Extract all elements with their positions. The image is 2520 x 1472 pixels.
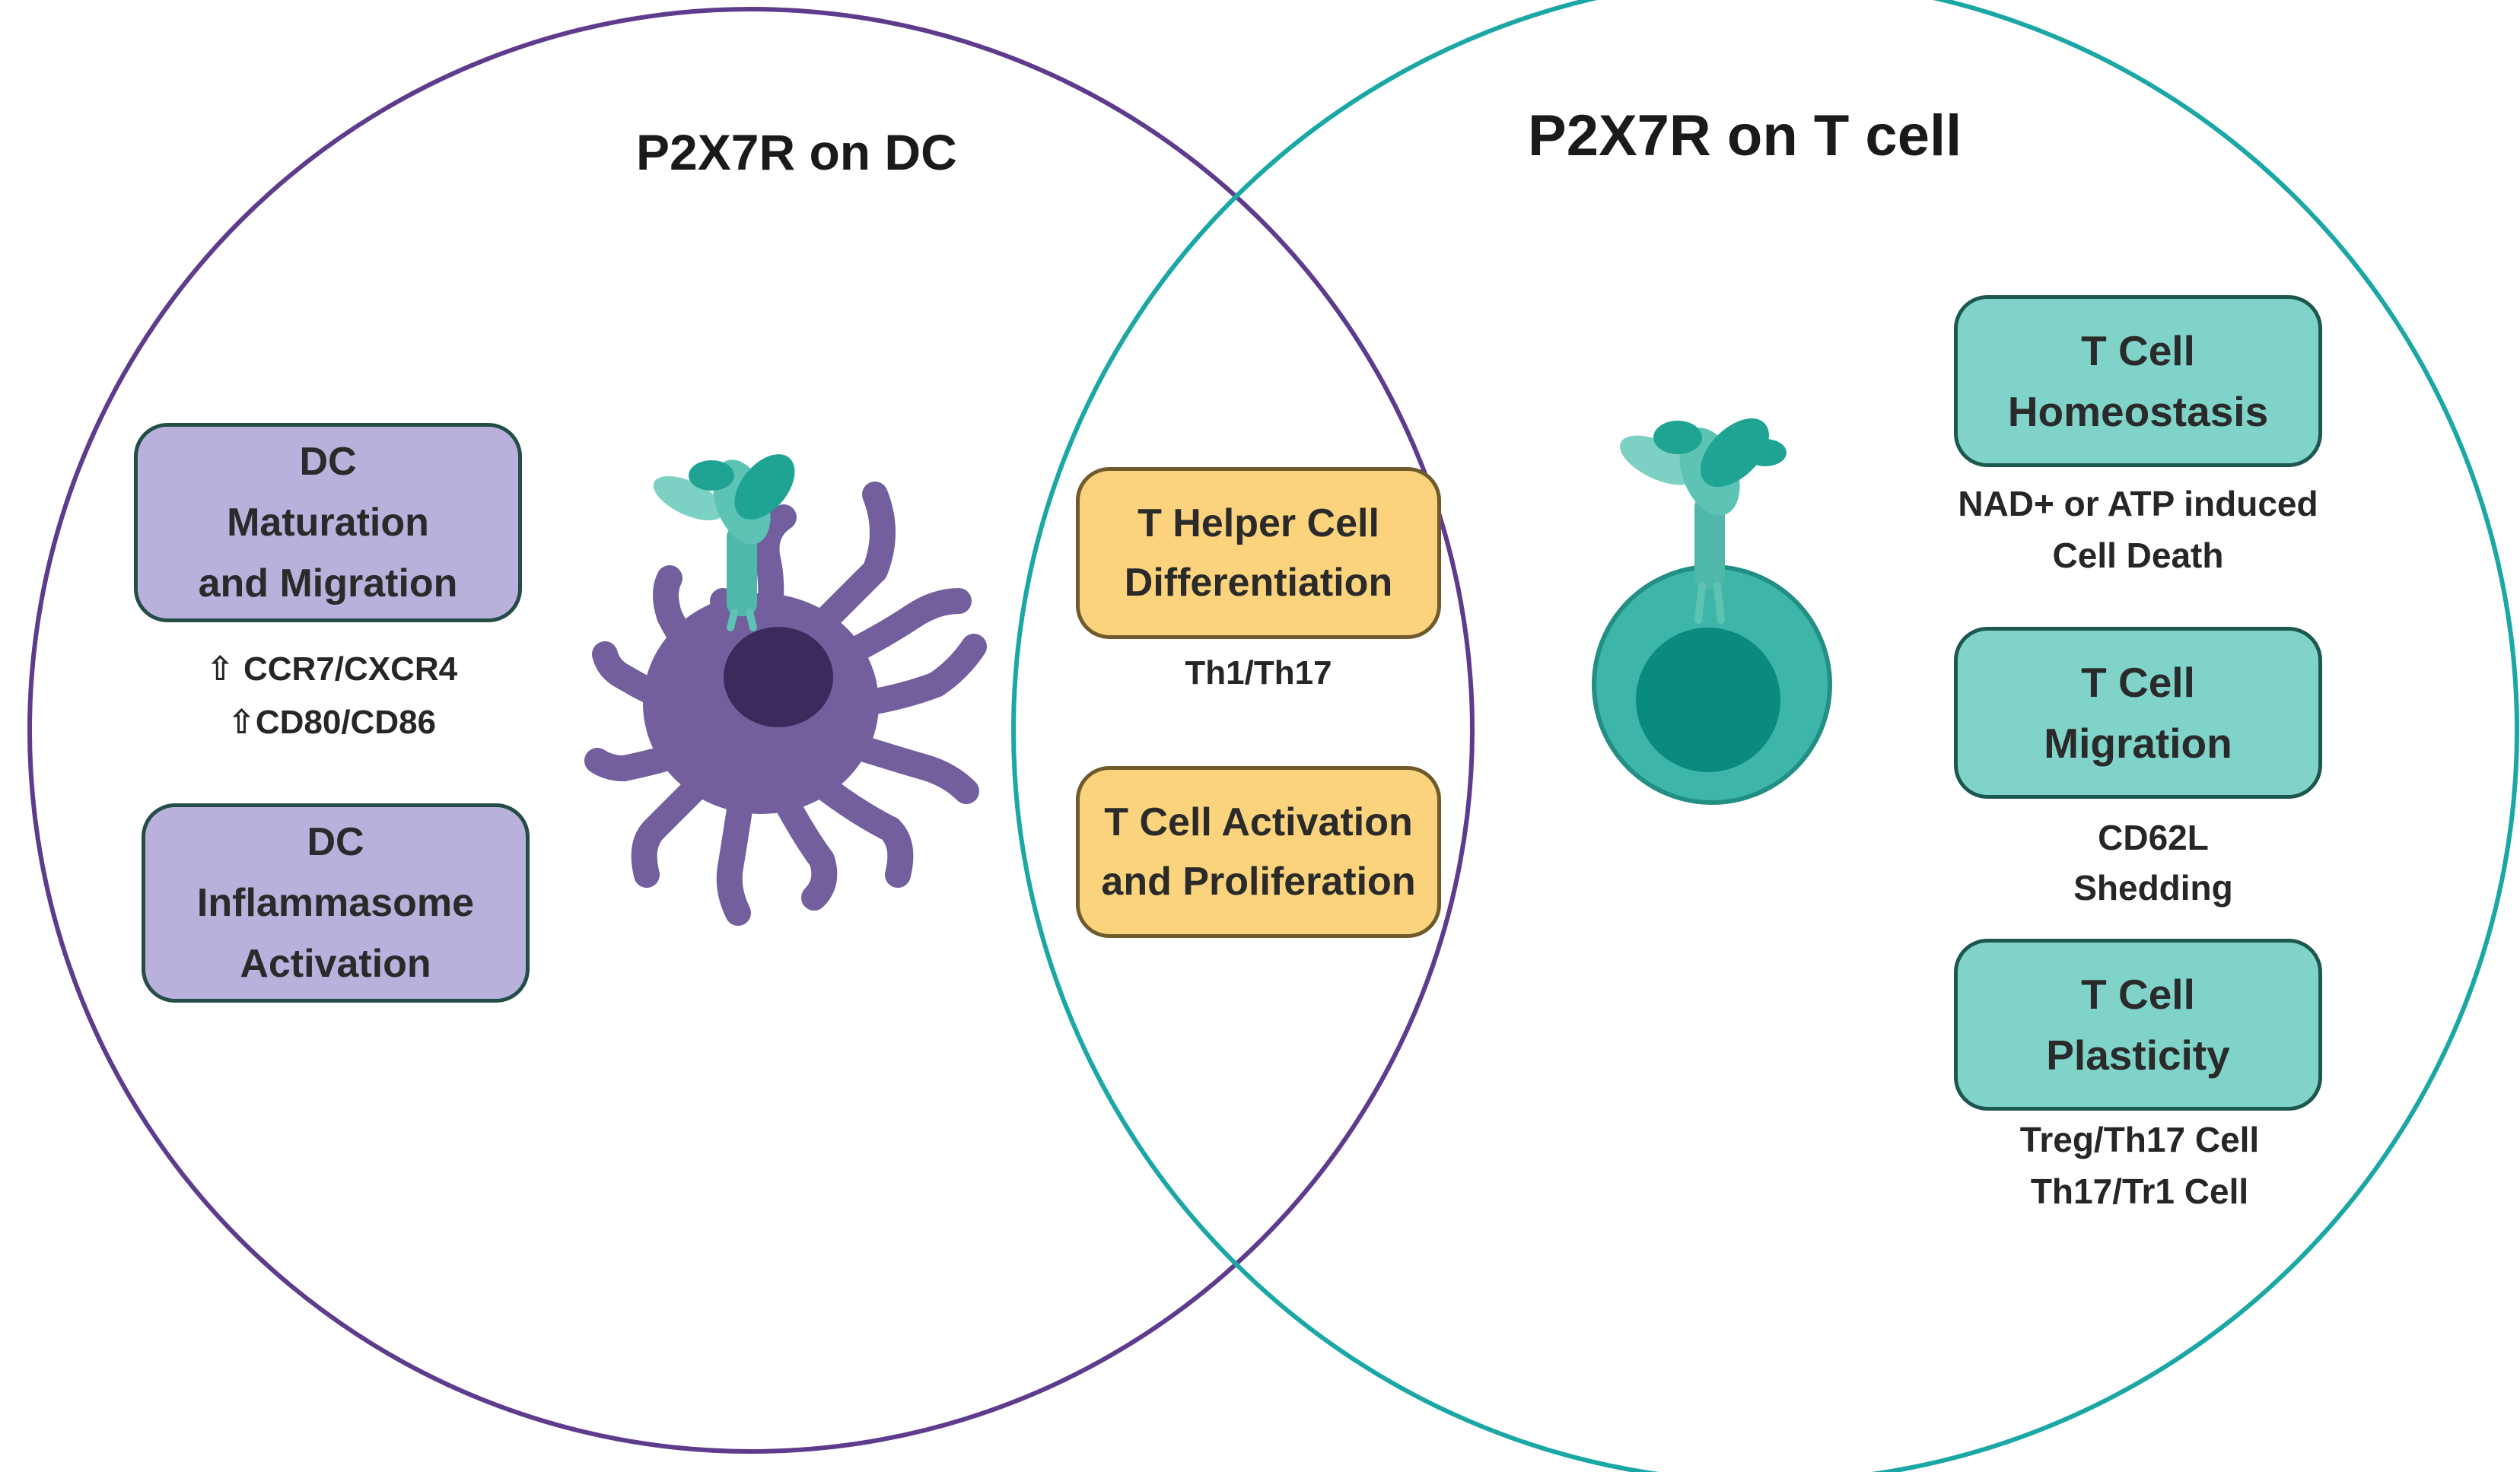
treg-th17-note: Treg/Th17 Cell Th17/Tr1 Cell xyxy=(1911,1114,2368,1217)
note-line: ⇧CD80/CD86 xyxy=(227,704,437,741)
t-cell-icon xyxy=(1592,564,1832,805)
dc-inflammasome-box: DC Inflammasome Activation xyxy=(142,803,530,1003)
box-line: T Cell xyxy=(2081,327,2195,374)
box-line: Plasticity xyxy=(2046,1032,2230,1079)
dc-marker-note: ⇧ CCR7/CXCR4 ⇧CD80/CD86 xyxy=(157,643,507,749)
t-cell-plasticity-box: T Cell Plasticity xyxy=(1954,939,2322,1111)
dc-maturation-box: DC Maturation and Migration xyxy=(134,423,522,622)
box-line: T Helper Cell xyxy=(1138,501,1379,545)
p2x7-receptor-icon xyxy=(1620,418,1787,624)
t-cell-migration-box: T Cell Migration xyxy=(1954,627,2322,799)
note-line: Th17/Tr1 Cell xyxy=(2030,1172,2249,1211)
note-line: Shedding xyxy=(2073,868,2233,908)
box-line: T Cell xyxy=(2081,971,2195,1018)
box-line: Migration xyxy=(2044,720,2232,767)
box-line: Homeostasis xyxy=(2007,388,2269,435)
t-helper-differentiation-box: T Helper Cell Differentiation xyxy=(1076,467,1441,639)
note-line: Th1/Th17 xyxy=(1185,654,1332,691)
cd62l-shedding-note: CD62L Shedding xyxy=(1925,812,2382,913)
tcell-circle xyxy=(1011,0,2519,1472)
dc-title: P2X7R on DC xyxy=(636,124,957,180)
p2x7-receptor-icon xyxy=(653,454,795,631)
t-cell-homeostasis-box: T Cell Homeostasis xyxy=(1954,295,2322,467)
note-line: CD62L xyxy=(2098,818,2209,857)
box-line: Maturation xyxy=(227,501,429,545)
tcell-title: P2X7R on T cell xyxy=(1528,103,1962,168)
box-line: and Migration xyxy=(198,561,458,606)
cell-death-note: NAD+ or ATP induced Cell Death xyxy=(1910,478,2366,581)
box-line: Inflammasome xyxy=(196,881,475,925)
note-line: ⇧ CCR7/CXCR4 xyxy=(205,650,458,688)
box-line: Differentiation xyxy=(1124,561,1393,605)
note-line: Treg/Th17 Cell xyxy=(2019,1120,2260,1159)
t-cell-activation-box: T Cell Activation and Proliferation xyxy=(1076,766,1441,938)
box-line: T Cell xyxy=(2081,659,2195,706)
th-subset-note: Th1/Th17 xyxy=(1076,647,1441,700)
note-line: NAD+ or ATP induced xyxy=(1958,484,2318,523)
dc-circle xyxy=(27,7,1475,1454)
box-line: T Cell Activation xyxy=(1104,800,1413,844)
box-line: DC xyxy=(299,440,357,484)
box-line: and Proliferation xyxy=(1101,860,1416,904)
note-line: Cell Death xyxy=(2052,536,2224,575)
dendritic-cell-icon xyxy=(584,482,987,926)
box-line: Activation xyxy=(240,942,431,986)
box-line: DC xyxy=(307,820,364,864)
